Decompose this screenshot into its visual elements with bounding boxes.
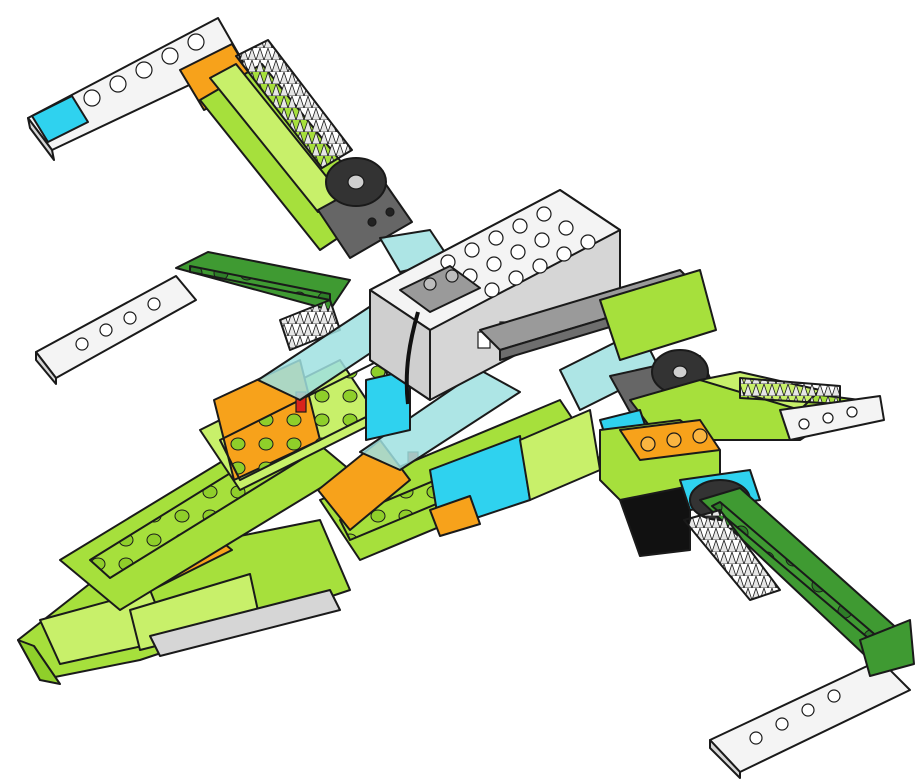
left-wing (35, 251, 351, 385)
fuselage (17, 229, 661, 685)
azure-tile (31, 95, 89, 143)
black-motor-block (619, 485, 691, 557)
trans-canopy-right (359, 369, 521, 471)
white-plate-studs (83, 33, 205, 107)
smart-hub (369, 189, 717, 405)
upper-left-wing-arm (27, 17, 413, 259)
hub-cable (404, 311, 420, 405)
lower-right-wing (683, 487, 915, 779)
hub-studs (440, 206, 596, 298)
